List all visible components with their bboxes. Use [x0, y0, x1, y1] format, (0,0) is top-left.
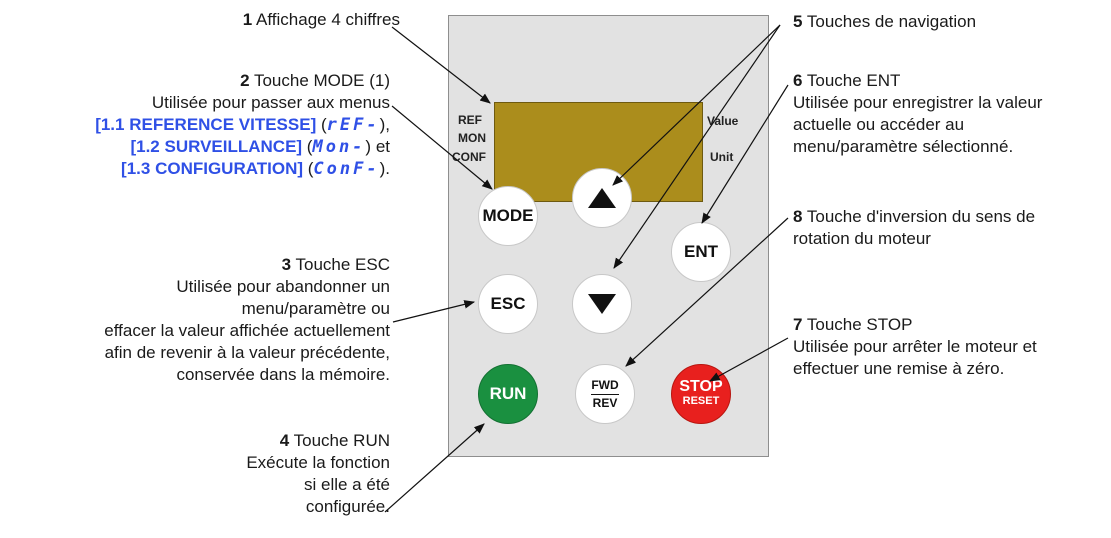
annotation-2-heading: 2 Touche MODE (1) — [40, 70, 390, 92]
menu-ref-suffix: , — [385, 115, 390, 134]
annotation-8-line: rotation du moteur — [793, 229, 931, 248]
annotation-8-number: 8 — [793, 207, 803, 226]
run-button-label: RUN — [489, 384, 527, 403]
esc-button-label: ESC — [490, 294, 526, 313]
menu-mon: [1.2 SURVEILLANCE] (Mon-) et — [130, 137, 390, 157]
annotation-5-title: Touches de navigation — [806, 12, 977, 31]
run-button[interactable]: RUN — [478, 364, 538, 424]
annotation-6-number: 6 — [793, 71, 803, 90]
annotation-5-number: 5 — [793, 12, 803, 31]
annotation-6-line: Utilisée pour enregistrer la valeur — [793, 93, 1043, 112]
annotation-7-number: 7 — [793, 315, 803, 334]
down-button[interactable] — [572, 274, 632, 334]
annotation-3-line: menu/paramètre ou — [241, 299, 390, 318]
annotation-4-line: Exécute la fonction — [246, 453, 390, 472]
annotation-8: 8 Touche d'inversion du sens de rotation… — [793, 206, 1108, 250]
rev-label: REV — [592, 395, 618, 410]
menu-conf-code: ConF- — [313, 159, 380, 179]
annotation-3: 3 Touche ESC Utilisée pour abandonner un… — [20, 254, 390, 386]
menu-conf-label: [1.3 CONFIGURATION] — [121, 159, 304, 178]
annotation-2-title: Touche MODE (1) — [253, 71, 390, 90]
label-mon: MON — [458, 131, 486, 145]
menu-ref: [1.1 REFERENCE VITESSE] (rEF-), — [95, 115, 390, 135]
menu-conf: [1.3 CONFIGURATION] (ConF-). — [121, 159, 390, 179]
annotation-6-title: Touche ENT — [806, 71, 901, 90]
annotation-8-heading: 8 Touche d'inversion du sens de — [793, 206, 1108, 228]
annotation-1-number: 1 — [242, 10, 253, 29]
reset-label: RESET — [682, 395, 720, 407]
mode-button[interactable]: MODE — [478, 186, 538, 246]
annotation-7-line: Utilisée pour arrêter le moteur et — [793, 337, 1037, 356]
annotation-4-heading: 4 Touche RUN — [150, 430, 390, 452]
annotation-2: 2 Touche MODE (1) Utilisée pour passer a… — [40, 70, 390, 180]
annotation-4: 4 Touche RUN Exécute la fonction si elle… — [150, 430, 390, 518]
fwd-label: FWD — [591, 377, 619, 392]
menu-mon-label: [1.2 SURVEILLANCE] — [130, 137, 303, 156]
annotation-1-title: Affichage 4 chiffres — [256, 10, 400, 29]
annotation-3-title: Touche ESC — [295, 255, 391, 274]
mode-button-label: MODE — [482, 206, 534, 225]
annotation-3-line: conservée dans la mémoire. — [176, 365, 390, 384]
stop-label: STOP — [679, 378, 723, 395]
annotation-7: 7 Touche STOP Utilisée pour arrêter le m… — [793, 314, 1108, 380]
ent-button[interactable]: ENT — [671, 222, 731, 282]
annotation-6: 6 Touche ENT Utilisée pour enregistrer l… — [793, 70, 1108, 158]
annotation-3-line: effacer la valeur affichée actuellement — [104, 321, 390, 340]
fwd-rev-divider — [591, 393, 619, 395]
annotation-7-title: Touche STOP — [806, 315, 913, 334]
annotation-4-line: si elle a été — [304, 475, 390, 494]
annotation-7-heading: 7 Touche STOP — [793, 314, 1108, 336]
arrow-down-icon — [587, 292, 617, 316]
annotation-2-desc: Utilisée pour passer aux menus — [151, 93, 390, 112]
annotation-8-title: Touche d'inversion du sens de — [806, 207, 1036, 226]
menu-ref-label: [1.1 REFERENCE VITESSE] — [95, 115, 317, 134]
annotation-6-line: actuelle ou accéder au — [793, 115, 965, 134]
annotation-1: 1 Affichage 4 chiffres — [150, 9, 400, 31]
annotation-4-number: 4 — [279, 431, 290, 450]
annotation-3-number: 3 — [281, 255, 292, 274]
esc-button[interactable]: ESC — [478, 274, 538, 334]
annotation-4-line: configurée. — [305, 497, 390, 516]
annotation-4-title: Touche RUN — [293, 431, 390, 450]
fwd-rev-button[interactable]: FWD REV — [575, 364, 635, 424]
label-unit: Unit — [710, 150, 734, 164]
label-ref: REF — [458, 113, 482, 127]
arrow-up-icon — [587, 186, 617, 210]
annotation-7-line: effectuer une remise à zéro. — [793, 359, 1005, 378]
menu-conf-suffix: . — [385, 159, 390, 178]
label-conf: CONF — [452, 150, 486, 164]
menu-mon-suffix: et — [371, 137, 390, 156]
annotation-5: 5 Touches de navigation — [793, 11, 1103, 33]
up-button[interactable] — [572, 168, 632, 228]
annotation-3-heading: 3 Touche ESC — [20, 254, 390, 276]
ent-button-label: ENT — [684, 242, 718, 261]
annotation-6-line: menu/paramètre sélectionné. — [793, 137, 1014, 156]
label-value: Value — [707, 114, 739, 128]
annotation-3-line: Utilisée pour abandonner un — [176, 277, 390, 296]
menu-mon-code: Mon- — [312, 137, 366, 157]
stop-reset-button[interactable]: STOP RESET — [671, 364, 731, 424]
annotation-2-number: 2 — [240, 71, 250, 90]
annotation-3-line: afin de revenir à la valeur précédente, — [104, 343, 390, 362]
annotation-6-heading: 6 Touche ENT — [793, 70, 1108, 92]
menu-ref-code: rEF- — [326, 115, 380, 135]
